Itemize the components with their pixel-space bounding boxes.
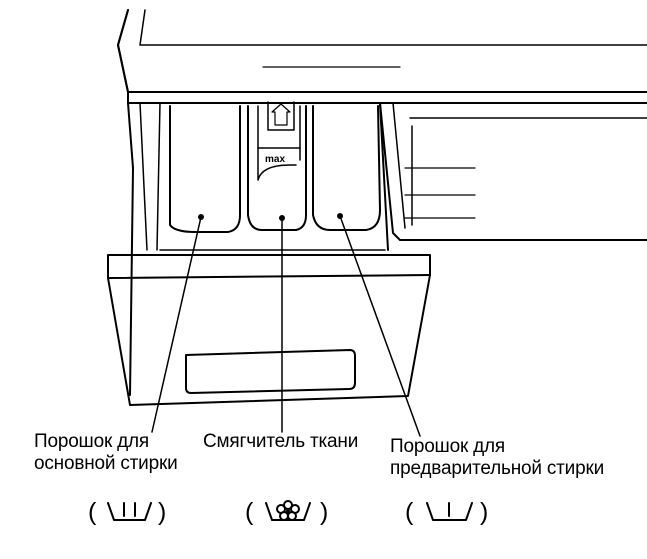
main-wash-symbol-close-paren: )	[158, 498, 167, 526]
softener-label: Смягчитель ткани	[203, 431, 358, 453]
drawer-front-panel	[107, 254, 431, 406]
tub-two-bars-icon	[107, 502, 152, 521]
drawer-housing-right	[379, 102, 647, 241]
drawer-tray	[159, 101, 389, 251]
prewash-label-line-1: Порошок для	[390, 436, 506, 457]
prewash-compartment	[312, 105, 381, 231]
softener-label-line-1: Смягчитель ткани	[203, 431, 359, 452]
drawer-housing-left	[127, 102, 161, 396]
main-wash-label: Порошок для основной стирки	[34, 431, 178, 475]
softener-symbol-close-paren: )	[320, 498, 329, 526]
main-wash-symbol: ( )	[88, 498, 178, 528]
main-wash-symbol-open-paren: (	[88, 498, 97, 526]
prewash-label: Порошок для предварительной стирки	[390, 436, 604, 480]
main-wash-label-line-1: Порошок для	[34, 431, 150, 452]
main-wash-label-line-2: основной стирки	[34, 453, 178, 474]
tub-one-bar-icon	[426, 502, 473, 521]
flower-icon	[265, 500, 311, 521]
prewash-label-line-2: предварительной стирки	[390, 458, 604, 479]
softener-symbol-open-paren: (	[245, 498, 254, 526]
prewash-symbol: ( )	[405, 498, 500, 528]
callout-lines	[151, 213, 421, 437]
prewash-symbol-close-paren: )	[480, 498, 489, 526]
drawer-handle-recess	[185, 349, 356, 394]
max-fill-label: max	[265, 154, 285, 165]
machine-top-panel	[117, 9, 647, 104]
softener-symbol: ( )	[245, 498, 340, 528]
prewash-symbol-open-paren: (	[405, 498, 414, 526]
softener-compartment	[247, 105, 307, 231]
main-wash-compartment	[169, 105, 241, 233]
siphon-arrow-icon	[271, 103, 291, 126]
